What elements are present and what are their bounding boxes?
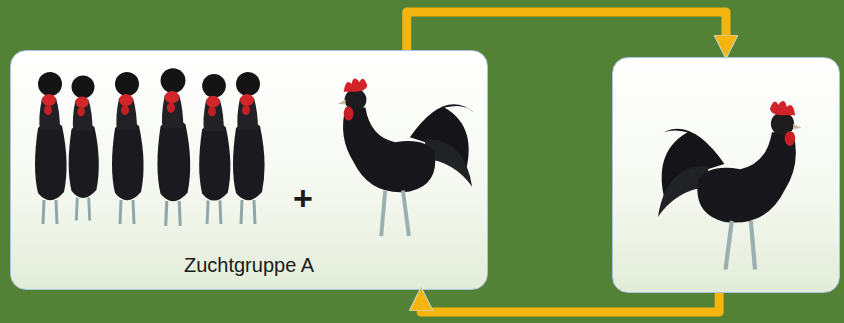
group-box [612, 57, 840, 293]
node-label: Zuchtgruppe A [11, 254, 487, 277]
group-box: + Zuchtgruppe A [10, 50, 488, 290]
node-label: + [293, 179, 313, 218]
flow-arrow [407, 12, 726, 50]
flow-arrow [421, 293, 719, 312]
